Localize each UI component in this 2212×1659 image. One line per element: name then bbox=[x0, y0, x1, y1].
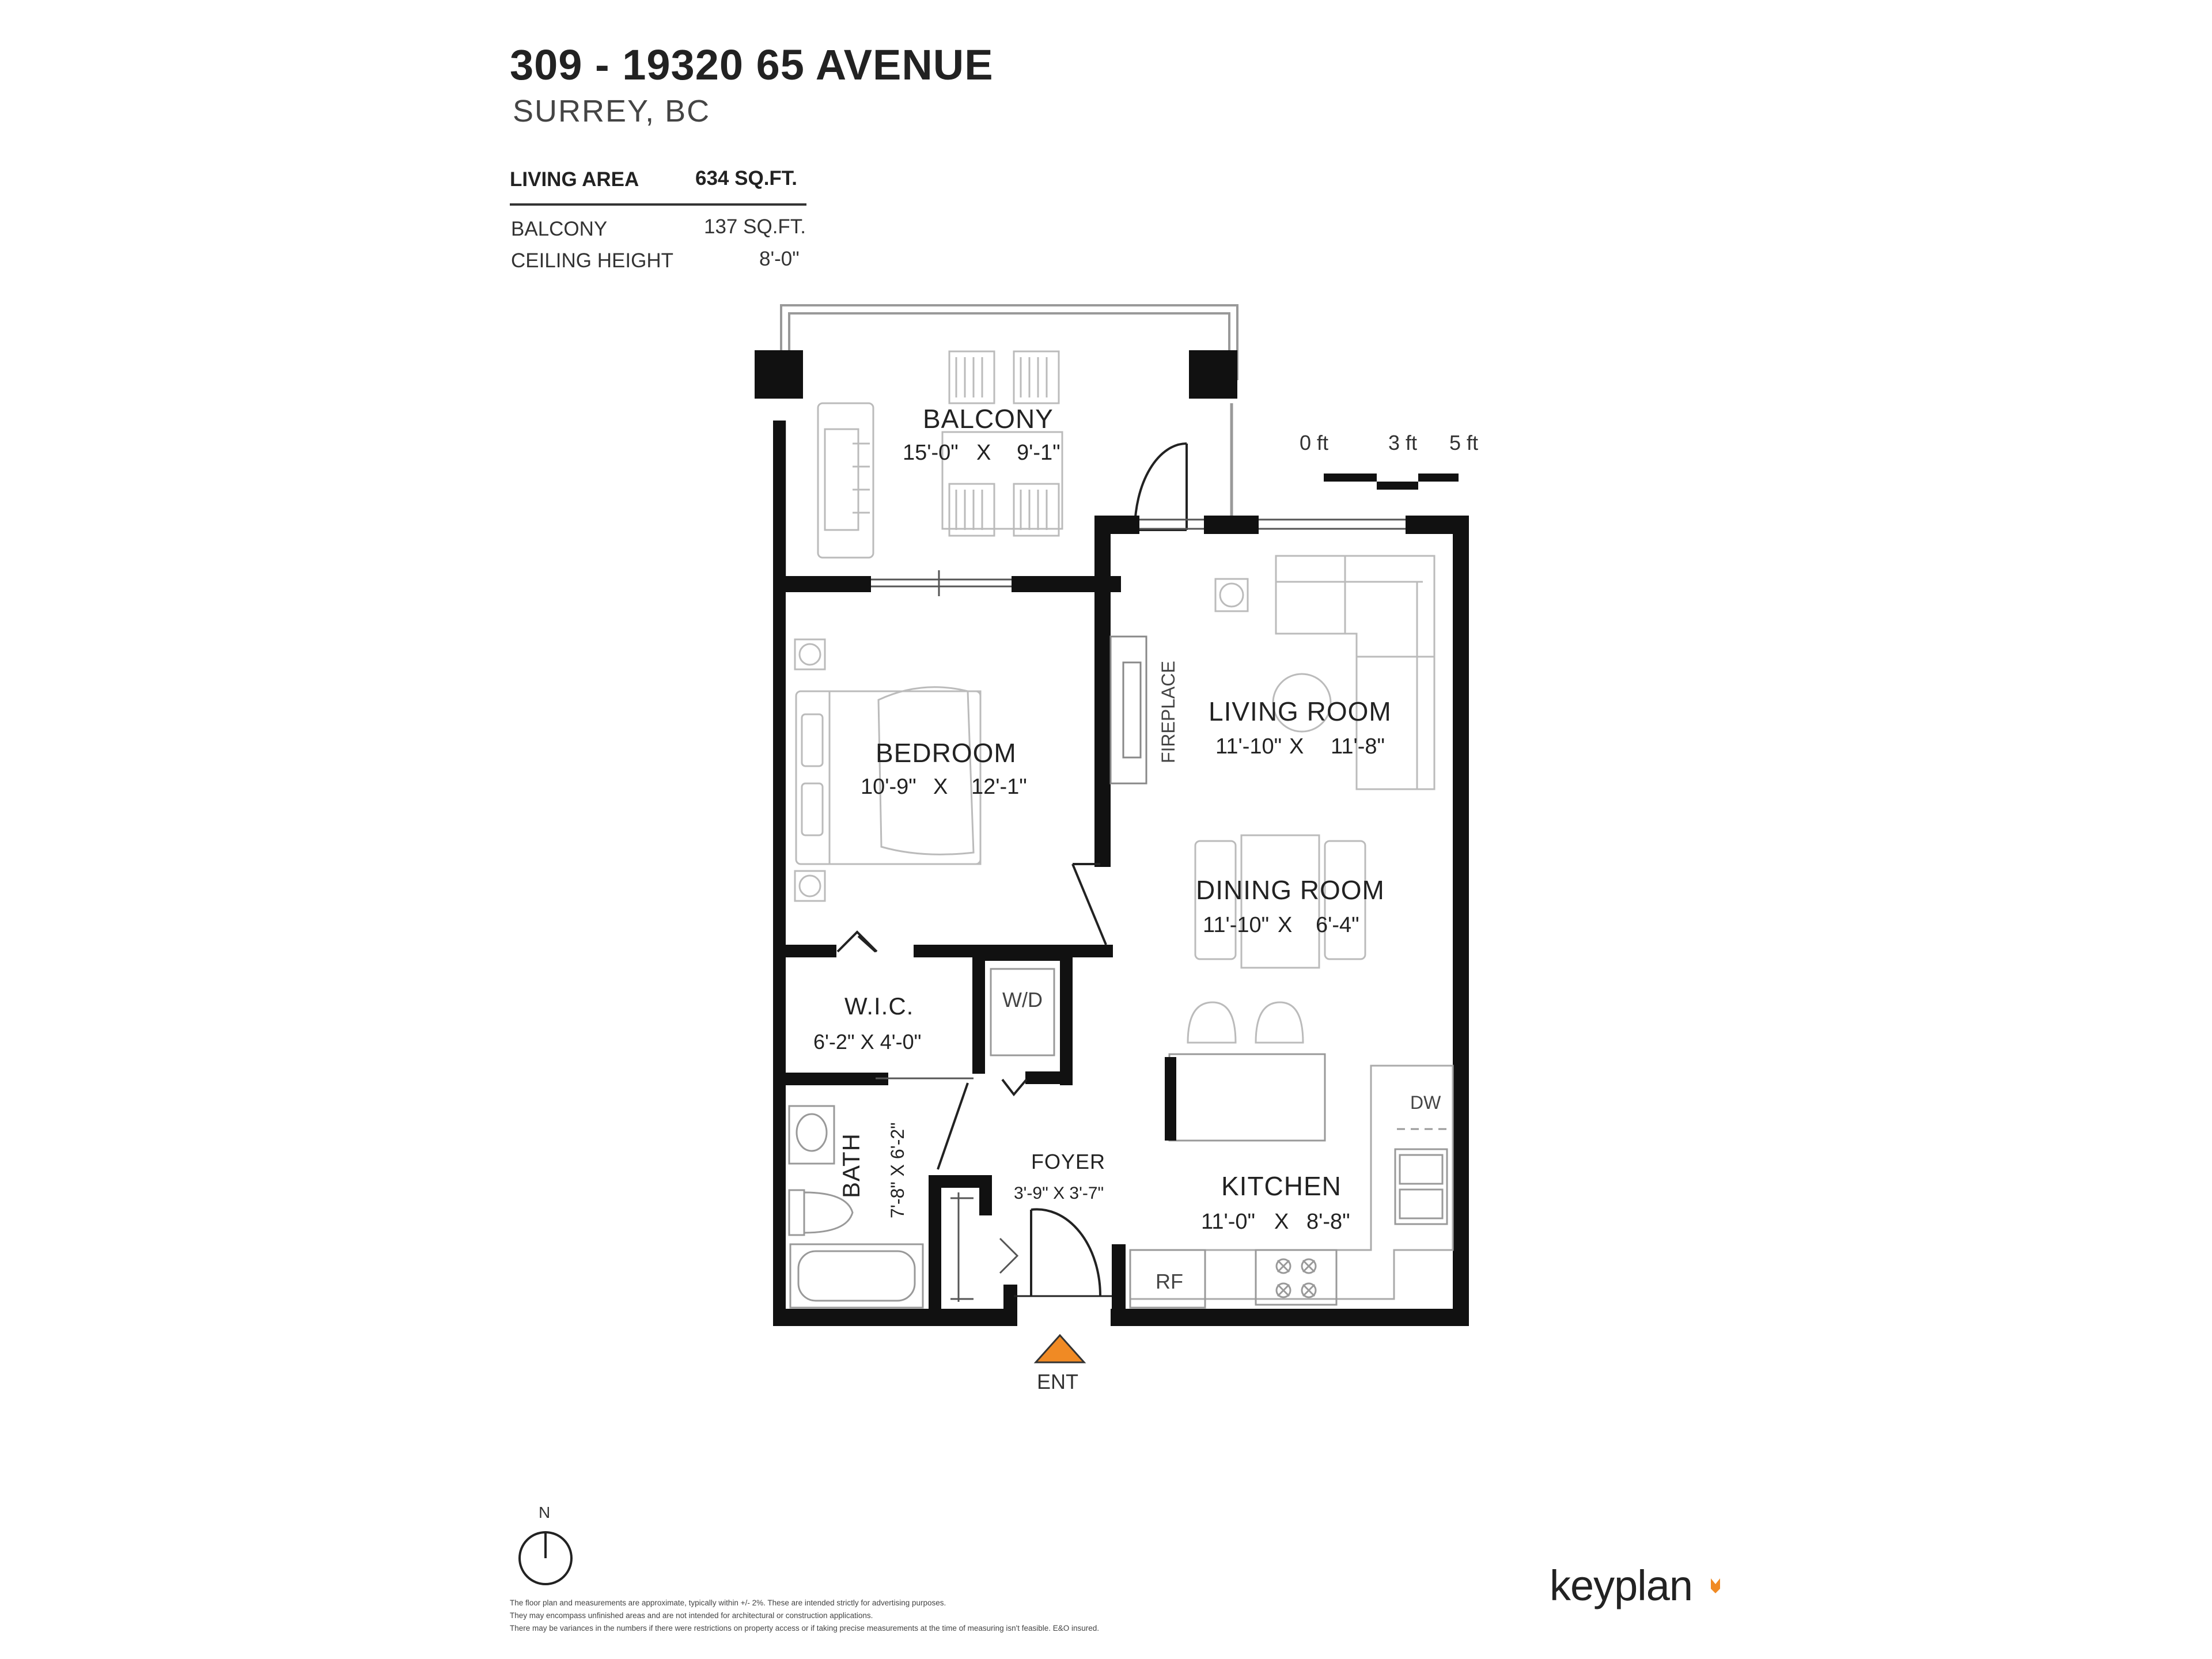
compass-icon bbox=[518, 1531, 573, 1585]
kitchen-label: KITCHEN bbox=[1221, 1171, 1342, 1201]
ceiling-height-label: CEILING HEIGHT bbox=[511, 249, 673, 272]
dining-dim-x: X bbox=[1278, 913, 1293, 937]
foyer-label: FOYER bbox=[1031, 1150, 1106, 1173]
balcony-area-value: 137 SQ.FT. bbox=[704, 215, 806, 238]
kitchen-fixtures bbox=[1129, 1053, 1454, 1309]
bedroom-furniture bbox=[794, 638, 982, 902]
kitchen-dim-b: 8'-8" bbox=[1306, 1210, 1350, 1234]
kitchen-dim-x: X bbox=[1274, 1210, 1289, 1234]
bath-fixtures bbox=[788, 1105, 924, 1309]
keyplan-logo-mark bbox=[1711, 1578, 1720, 1593]
balcony-column-left bbox=[755, 350, 803, 399]
scale-label-5: 5 ft bbox=[1449, 431, 1479, 454]
foyer-dim: 3'-9" X 3'-7" bbox=[1014, 1184, 1104, 1203]
scale-label-3: 3 ft bbox=[1388, 431, 1418, 454]
bedroom-label: BEDROOM bbox=[876, 738, 1017, 768]
entrance-arrow bbox=[1033, 1334, 1086, 1363]
fireplace-label: FIREPLACE bbox=[1158, 661, 1179, 763]
bath-door bbox=[937, 1078, 1028, 1170]
stats-divider bbox=[510, 203, 806, 206]
ceiling-height-value: 8'-0" bbox=[759, 248, 800, 270]
entry-door bbox=[1014, 1208, 1112, 1297]
balcony-furniture bbox=[817, 350, 1063, 559]
bath-dim: 7'-8" X 6'-2" bbox=[887, 1122, 908, 1218]
balcony-column-right bbox=[1189, 350, 1237, 399]
balcony-door bbox=[1134, 442, 1188, 531]
bedroom-dim-b: 12'-1" bbox=[971, 775, 1027, 799]
fireplace-unit bbox=[1109, 635, 1147, 785]
foyer-closet bbox=[950, 1192, 1019, 1302]
bath-label: BATH bbox=[838, 1133, 865, 1198]
page-title: 309 - 19320 65 AVENUE bbox=[510, 41, 994, 89]
balcony-railing bbox=[780, 304, 1238, 583]
keyplan-logo: keyplan bbox=[1550, 1562, 1693, 1609]
fridge-label: RF bbox=[1156, 1270, 1183, 1293]
page-subtitle: SURREY, BC bbox=[513, 94, 711, 128]
dining-dim-b: 6'-4" bbox=[1316, 913, 1359, 937]
living-dim-x: X bbox=[1289, 734, 1304, 759]
balcony-dim-b: 9'-1" bbox=[1017, 441, 1060, 465]
washer-dryer-box bbox=[990, 968, 1055, 1056]
balcony-label: BALCONY bbox=[923, 404, 1054, 434]
disclaimer-line-2: They may encompass unfinished areas and … bbox=[510, 1611, 873, 1620]
windows bbox=[871, 518, 1406, 1080]
bedroom-dim-x: X bbox=[933, 775, 948, 799]
balcony-area-label: BALCONY bbox=[511, 218, 608, 240]
living-room-label: LIVING ROOM bbox=[1209, 696, 1392, 726]
wic-label: W.I.C. bbox=[844, 993, 914, 1020]
balcony-dim-a: 15'-0" bbox=[903, 441, 959, 465]
disclaimer-line-1: The floor plan and measurements are appr… bbox=[510, 1599, 946, 1607]
dining-room-label: DINING ROOM bbox=[1196, 875, 1385, 905]
living-area-value: 634 SQ.FT. bbox=[695, 167, 798, 190]
wic-door bbox=[836, 930, 878, 953]
compass-north-label: N bbox=[539, 1503, 551, 1521]
washer-dryer-label: W/D bbox=[1002, 988, 1043, 1012]
living-area-label: LIVING AREA bbox=[510, 168, 639, 191]
living-furniture bbox=[1187, 555, 1435, 1044]
entrance-label: ENT bbox=[1037, 1370, 1078, 1393]
bedroom-door bbox=[1071, 863, 1107, 945]
wic-dim: 6'-2" X 4'-0" bbox=[813, 1030, 922, 1054]
kitchen-island-edge bbox=[1165, 1057, 1176, 1141]
disclaimer-line-3: There may be variances in the numbers if… bbox=[510, 1624, 1100, 1633]
scale-label-0: 0 ft bbox=[1300, 431, 1329, 454]
dining-dim-a: 11'-10" bbox=[1203, 913, 1270, 937]
walls bbox=[773, 421, 1469, 1326]
living-dim-b: 11'-8" bbox=[1331, 734, 1385, 759]
scale-bar bbox=[1324, 474, 1459, 490]
bedroom-dim-a: 10'-9" bbox=[861, 775, 916, 799]
dishwasher-label: DW bbox=[1410, 1092, 1441, 1113]
kitchen-dim-a: 11'-0" bbox=[1201, 1210, 1255, 1234]
balcony-dim-x: X bbox=[976, 441, 991, 465]
living-dim-a: 11'-10" bbox=[1215, 734, 1282, 759]
